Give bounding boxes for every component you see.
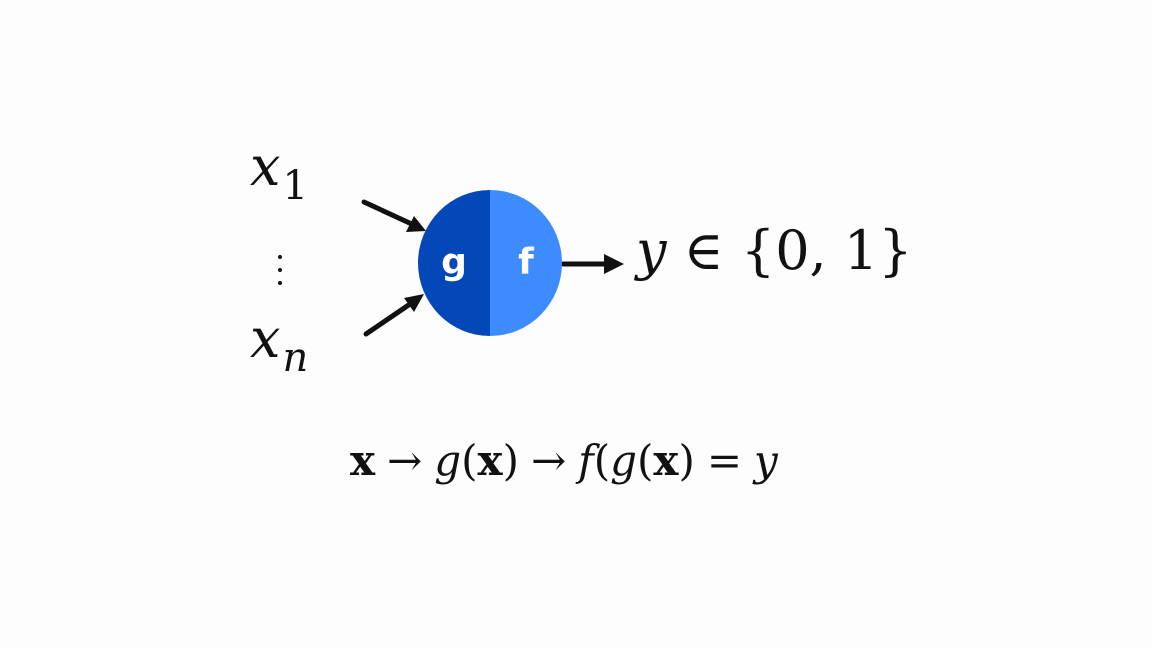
neuron-g-label: g: [441, 241, 467, 283]
formula-g: g: [434, 436, 462, 485]
formula-close-paren-2: ): [678, 436, 695, 485]
output-relation: ∈: [683, 219, 724, 282]
formula-open-paren-1: (: [461, 436, 478, 485]
formula-arrow-2: →: [530, 436, 567, 485]
arrow-neuron-to-output-icon: [560, 254, 624, 274]
input-xn-base: x: [250, 307, 281, 370]
formula-x-2: x: [477, 436, 503, 485]
formula-y: y: [754, 436, 778, 485]
formula-f: f: [578, 436, 594, 485]
formula-close-paren-1: ): [502, 436, 519, 485]
vertical-ellipsis-icon: [274, 255, 286, 295]
input-x1: x1: [250, 140, 308, 207]
formula-g-2: g: [610, 436, 637, 485]
output-var: y: [636, 219, 667, 282]
output-set: {0, 1}: [740, 219, 913, 282]
input-xn: xn: [250, 312, 308, 379]
formula-x-3: x: [653, 436, 679, 485]
formula-x: x: [350, 436, 376, 485]
composition-formula: x→g(x)→f(g(x)=y: [350, 440, 778, 482]
formula-equals: =: [706, 436, 743, 485]
arrow-x1-to-neuron-icon: [361, 199, 426, 232]
input-x1-subscript: 1: [282, 163, 308, 209]
neuron-f-label: f: [518, 241, 534, 283]
neuron-g-half: g: [418, 190, 490, 336]
input-x1-base: x: [250, 135, 281, 198]
output-expression: y ∈ {0, 1}: [636, 224, 913, 278]
formula-open-paren-3: (: [637, 436, 654, 485]
input-xn-subscript: n: [282, 335, 309, 381]
formula-arrow-1: →: [387, 436, 423, 485]
arrow-xn-to-neuron-icon: [363, 294, 424, 337]
neuron-f-half: f: [490, 190, 562, 336]
neuron-node: g f: [418, 190, 562, 336]
formula-open-paren-2: (: [593, 436, 611, 485]
